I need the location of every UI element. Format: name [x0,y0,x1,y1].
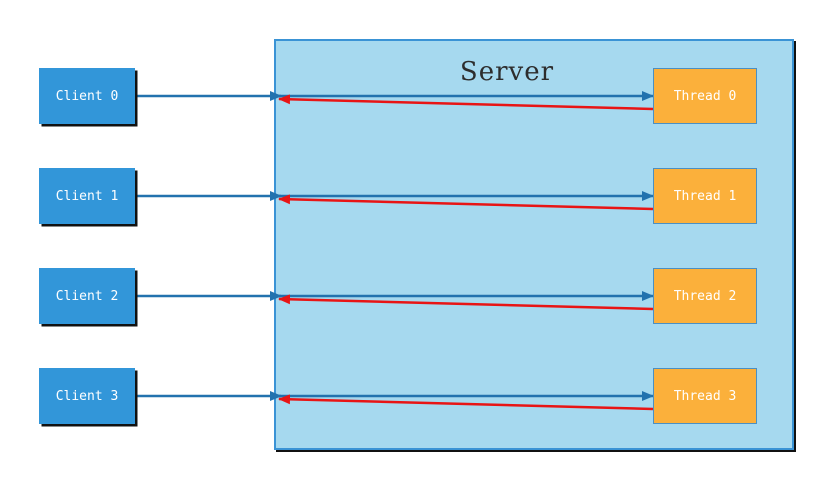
client-1-label: Client 1 [55,188,119,204]
client-3-box: Client 3 [39,368,135,424]
thread-0-box: Thread 0 [653,68,757,124]
thread-1-label: Thread 1 [673,188,737,204]
thread-2-label: Thread 2 [673,288,737,304]
thread-2-box: Thread 2 [653,268,757,324]
thread-1-box: Thread 1 [653,168,757,224]
response-arrow-0 [278,94,654,111]
client-1-box: Client 1 [39,168,135,224]
client-0-box: Client 0 [39,68,135,124]
thread-3-label: Thread 3 [673,388,737,404]
response-arrow-2 [278,294,654,311]
client-3-label: Client 3 [55,388,119,404]
response-arrow-3 [278,394,654,411]
thread-0-label: Thread 0 [673,88,737,104]
response-arrow-1 [278,194,654,211]
server-title: Server [459,57,555,87]
client-2-box: Client 2 [39,268,135,324]
thread-3-box: Thread 3 [653,368,757,424]
client-2-label: Client 2 [55,288,119,304]
client-0-label: Client 0 [55,88,119,104]
